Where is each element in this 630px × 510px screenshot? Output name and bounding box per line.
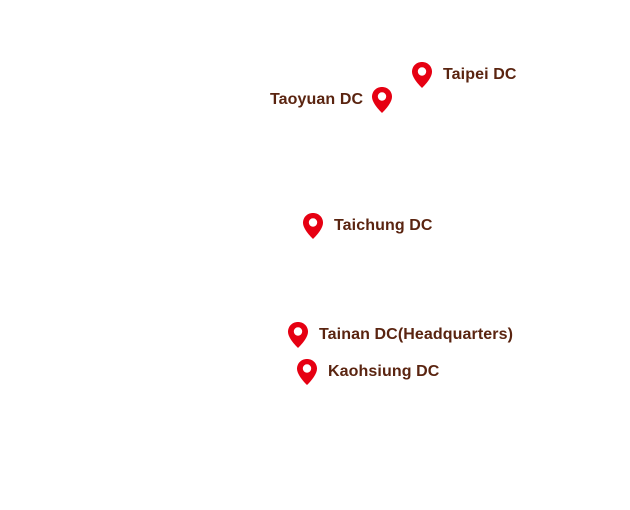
marker-label: Taipei DC — [443, 66, 517, 83]
map-pin-icon — [302, 212, 324, 240]
marker-kaohsiung-dc[interactable]: Kaohsiung DC — [296, 358, 439, 386]
map-pin-icon — [296, 358, 318, 386]
marker-tainan-dc[interactable]: Tainan DC(Headquarters) — [287, 321, 513, 349]
marker-taipei-dc[interactable]: Taipei DC — [411, 61, 517, 89]
marker-label: Tainan DC(Headquarters) — [319, 326, 514, 343]
marker-label: Taichung DC — [334, 217, 433, 234]
marker-label: Kaohsiung DC — [328, 363, 440, 380]
map-pin-icon — [371, 86, 393, 114]
marker-taichung-dc[interactable]: Taichung DC — [302, 212, 433, 240]
marker-taoyuan-dc[interactable]: Taoyuan DC — [270, 86, 393, 114]
map-pin-icon — [411, 61, 433, 89]
marker-label: Taoyuan DC — [270, 91, 364, 108]
map-pin-icon — [287, 321, 309, 349]
